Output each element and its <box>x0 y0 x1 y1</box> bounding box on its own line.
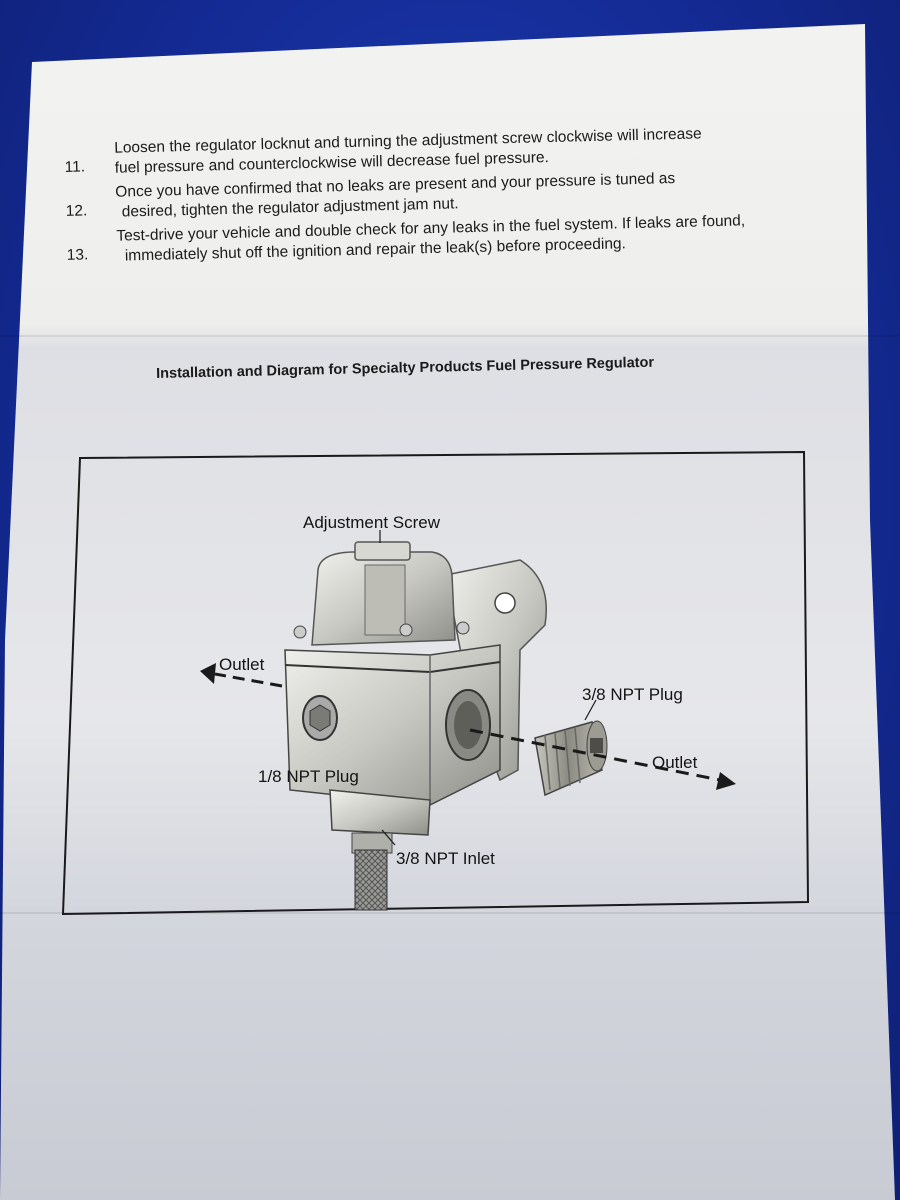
leader-line <box>584 699 597 721</box>
label-adjustment-screw: Adjustment Screw <box>303 513 441 532</box>
leader-line <box>381 829 396 846</box>
three-eighth-npt-plug <box>534 720 608 797</box>
label-1-8-npt-plug: 1/8 NPT Plug <box>258 767 359 786</box>
flow-arrow-right <box>469 728 721 782</box>
arrow-head-icon <box>716 772 736 790</box>
hex-socket-icon <box>309 704 331 732</box>
paper-fold <box>0 912 900 914</box>
diagram-frame <box>61 450 810 916</box>
adjustment-screw-head <box>354 541 411 561</box>
braided-fuel-line <box>354 849 388 911</box>
label-outlet-right: Outlet <box>652 753 698 772</box>
flow-arrow-left <box>214 672 283 688</box>
label-3-8-npt-plug: 3/8 NPT Plug <box>582 685 683 704</box>
bracket-hole <box>494 592 516 614</box>
paper-fold <box>0 335 900 337</box>
inlet-fitting <box>329 789 431 836</box>
label-outlet-left: Outlet <box>219 655 265 674</box>
flange-screw <box>399 623 413 637</box>
adjustment-screw-body <box>364 564 406 636</box>
label-3-8-npt-inlet: 3/8 NPT Inlet <box>396 849 495 868</box>
flange-screw <box>456 621 470 635</box>
outlet-port-thread <box>454 701 482 749</box>
arrow-head-icon <box>200 663 216 684</box>
flange-screw <box>293 625 307 639</box>
